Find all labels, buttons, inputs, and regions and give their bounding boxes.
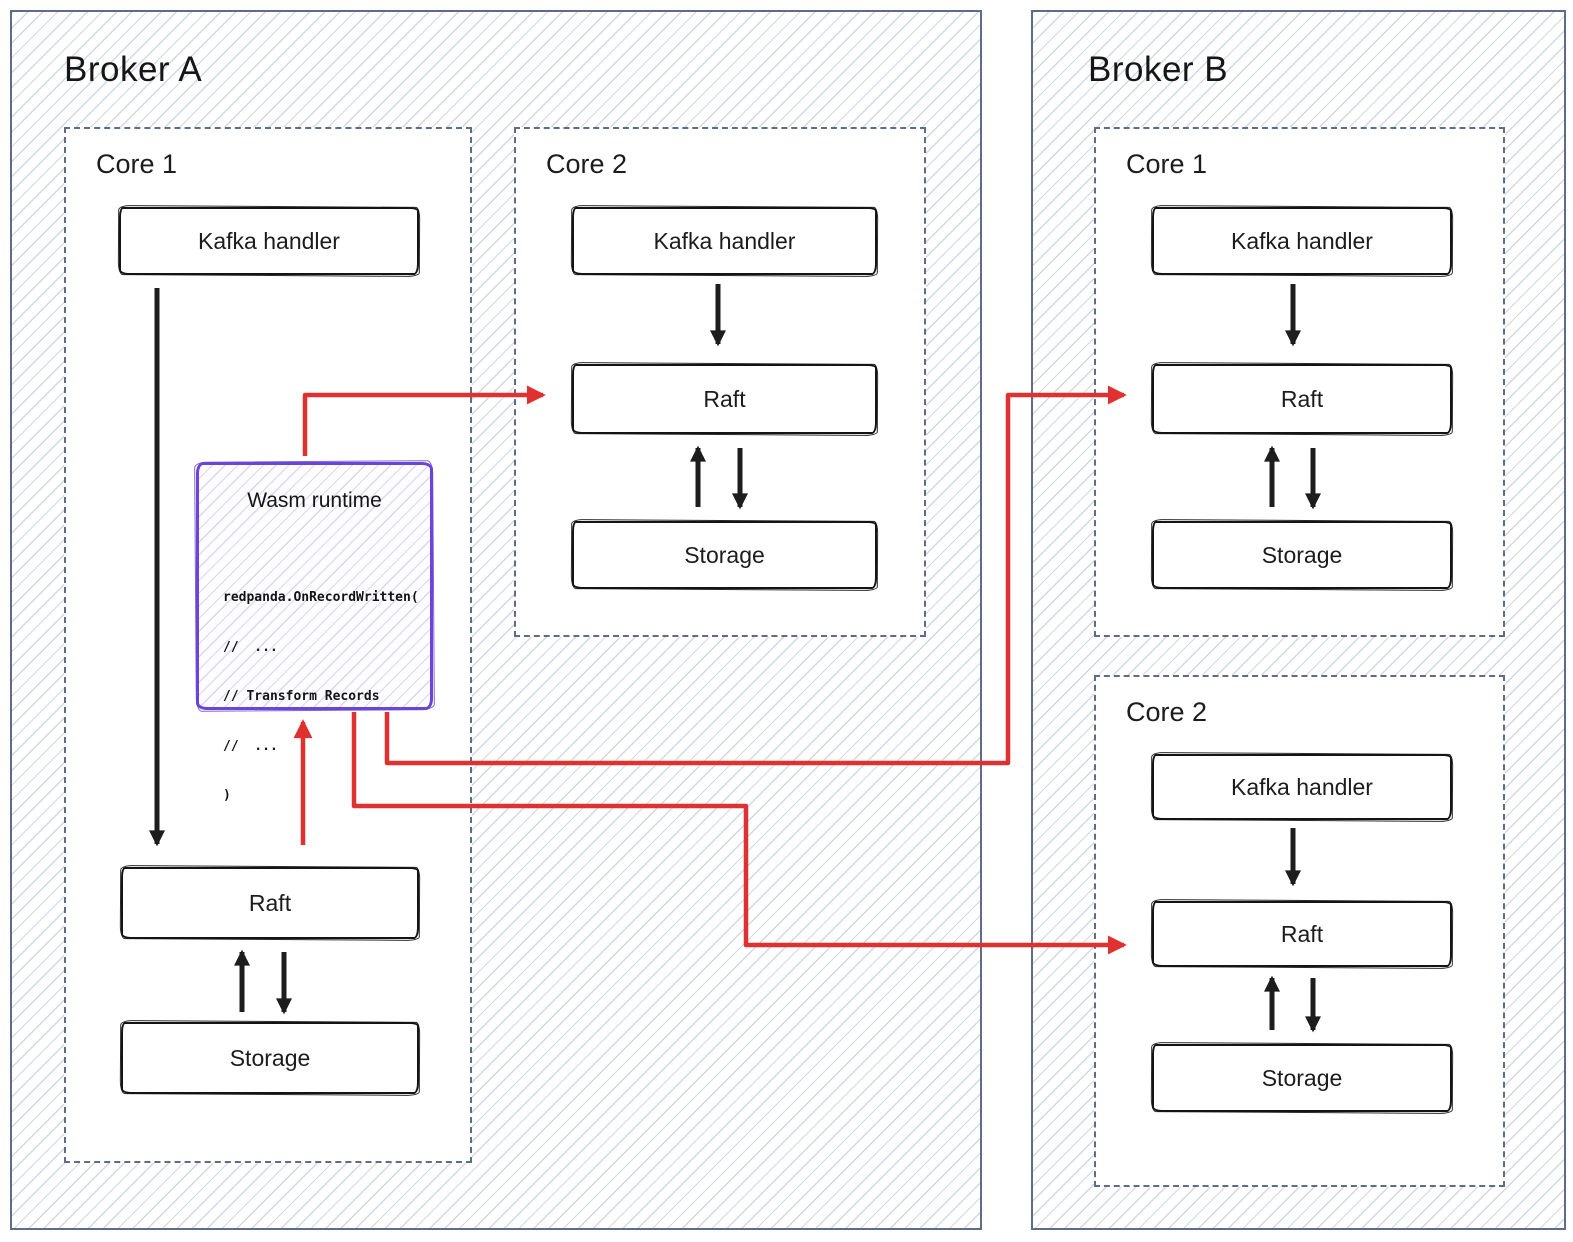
node-raft: Raft: [572, 364, 877, 434]
broker-b-core-2-label: Core 2: [1126, 697, 1208, 727]
broker-a-title: Broker A: [64, 50, 203, 89]
node-raft: Raft: [1152, 364, 1452, 434]
node-kafka-handler: Kafka handler: [119, 207, 419, 275]
node-label: Raft: [1280, 920, 1324, 947]
wasm-runtime-box: Wasm runtime redpanda.OnRecordWritten( /…: [196, 462, 433, 803]
node-label: Kafka handler: [198, 227, 340, 254]
node-label: Storage: [1261, 1064, 1343, 1091]
node-label: Raft: [1280, 385, 1324, 412]
wasm-code-line: // ...: [223, 639, 278, 655]
broker-b-core-1-label: Core 1: [1126, 149, 1208, 179]
wasm-code-line: // Transform Records: [223, 689, 380, 704]
broker-a-core-1: Core 1 Kafka handler Wasm runtime redpan…: [64, 127, 472, 1163]
node-label: Storage: [229, 1044, 311, 1071]
node-kafka-handler: Kafka handler: [572, 207, 877, 275]
node-kafka-handler: Kafka handler: [1152, 754, 1452, 820]
node-label: Storage: [1261, 541, 1343, 568]
node-storage: Storage: [572, 521, 877, 589]
wasm-code: redpanda.OnRecordWritten( // ... // Tran…: [223, 557, 419, 838]
node-raft: Raft: [1152, 901, 1452, 967]
broker-b-core-1: Core 1 Kafka handler Raft Storage: [1094, 127, 1505, 637]
broker-a-core-2-label: Core 2: [546, 149, 628, 179]
broker-b-core-2: Core 2 Kafka handler Raft Storage: [1094, 675, 1505, 1187]
node-storage: Storage: [1152, 521, 1452, 589]
node-label: Raft: [703, 385, 746, 412]
wasm-runtime-title: Wasm runtime: [247, 489, 382, 512]
node-storage: Storage: [121, 1022, 419, 1094]
broker-a-panel: Broker A Core 1 Kafka handler Wasm runti…: [10, 10, 982, 1230]
wasm-code-line: redpanda.OnRecordWritten(: [223, 590, 419, 605]
broker-a-core-2: Core 2 Kafka handler Raft Storage: [514, 127, 926, 637]
node-raft: Raft: [121, 867, 419, 939]
node-label: Kafka handler: [1231, 773, 1373, 800]
node-storage: Storage: [1152, 1044, 1452, 1112]
node-label: Storage: [684, 541, 765, 568]
node-label: Raft: [248, 889, 292, 916]
node-label: Kafka handler: [1231, 227, 1373, 254]
node-kafka-handler: Kafka handler: [1152, 207, 1452, 275]
wasm-code-line: ): [223, 788, 231, 803]
node-label: Kafka handler: [653, 227, 796, 254]
broker-b-title: Broker B: [1088, 50, 1229, 89]
wasm-code-line: // ...: [223, 738, 278, 754]
broker-b-panel: Broker B Core 1 Kafka handler Raft Stora…: [1031, 10, 1566, 1230]
broker-a-core-1-label: Core 1: [96, 149, 178, 179]
